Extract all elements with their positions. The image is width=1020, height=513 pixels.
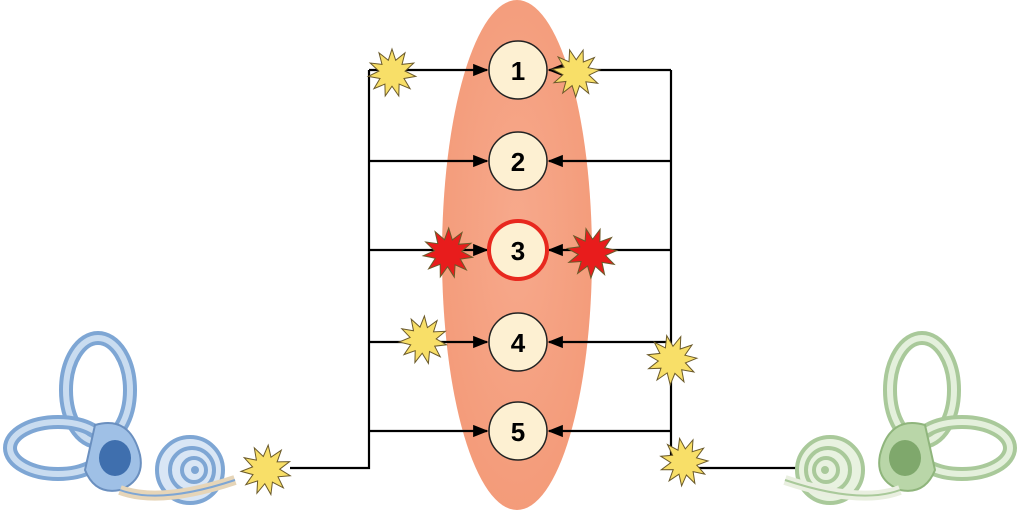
node-5: 5 bbox=[488, 401, 548, 461]
starburst-yellow-6 bbox=[646, 334, 699, 387]
node-1-label: 1 bbox=[511, 56, 525, 86]
node-2-label: 2 bbox=[511, 147, 525, 177]
node-4-label: 4 bbox=[511, 328, 526, 358]
starburst-yellow-7 bbox=[239, 443, 292, 497]
starburst-yellow-1 bbox=[366, 47, 418, 98]
starburst-red-4 bbox=[565, 227, 619, 280]
starburst-yellow-8 bbox=[659, 436, 710, 488]
node-3-label: 3 bbox=[511, 236, 525, 266]
inner-ear-right-icon bbox=[783, 331, 1017, 505]
node-1: 1 bbox=[488, 40, 548, 100]
node-5-label: 5 bbox=[511, 417, 525, 447]
starburst-red-3 bbox=[421, 226, 475, 279]
starburst-yellow-5 bbox=[397, 314, 449, 365]
node-2: 2 bbox=[488, 131, 548, 191]
inner-ear-left-icon bbox=[3, 331, 237, 505]
starburst-group bbox=[239, 47, 710, 497]
node-4: 4 bbox=[488, 312, 548, 372]
node-3: 3 bbox=[487, 219, 549, 281]
starburst-yellow-2 bbox=[550, 48, 602, 99]
